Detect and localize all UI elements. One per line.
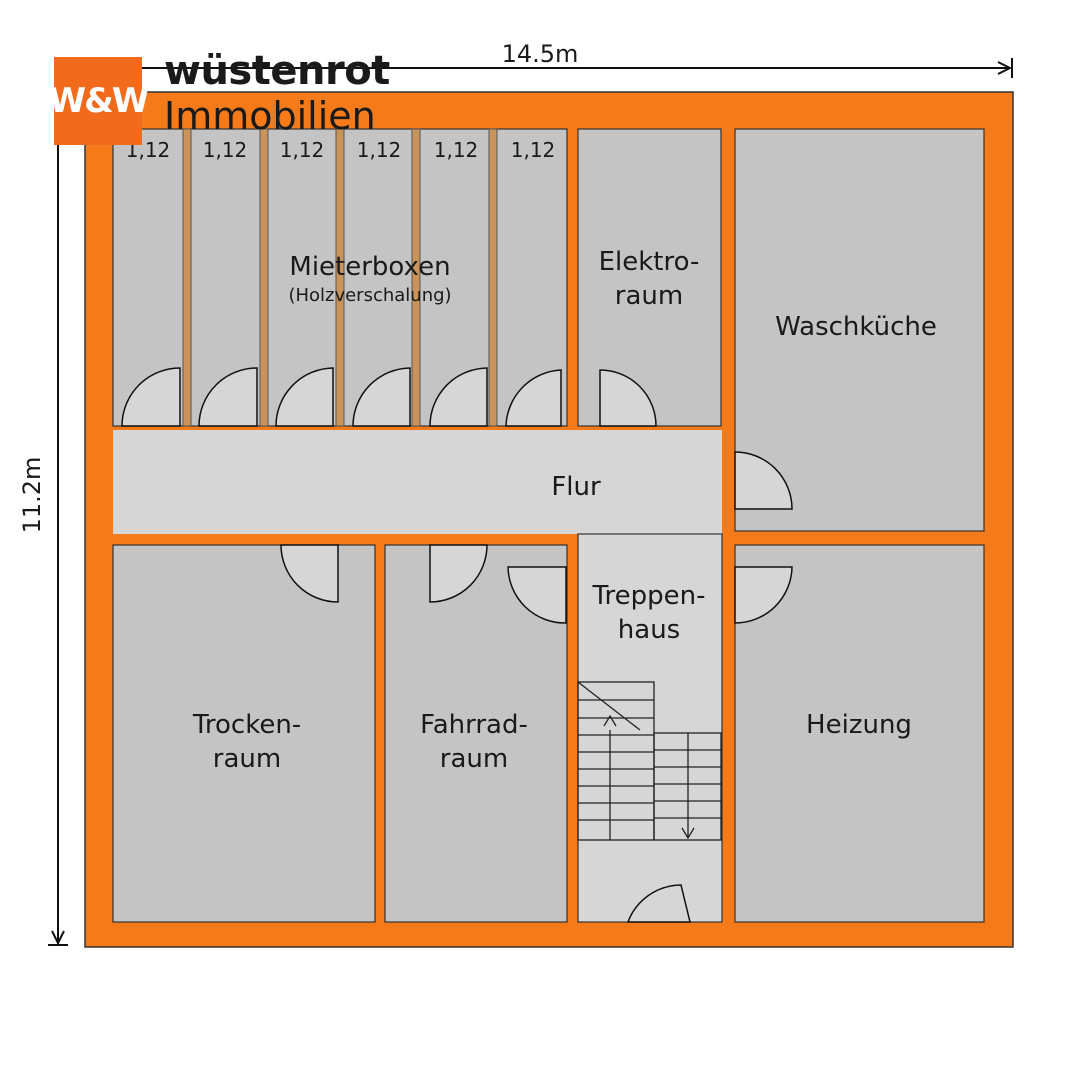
treppenhaus-area xyxy=(577,533,723,923)
room-labels: Mieterboxen (Holzverschalung) Elektro- r… xyxy=(192,247,937,774)
wood-partitions xyxy=(182,128,498,427)
heizung-room xyxy=(734,544,985,923)
flur-corridor xyxy=(113,430,722,534)
dimension-lines xyxy=(48,58,1013,946)
box-width-label: 1,12 xyxy=(434,138,479,162)
fahrradraum-label-1: Fahrrad- xyxy=(420,710,528,740)
waschkueche-room xyxy=(734,128,985,532)
treppenhaus-label-2: haus xyxy=(618,615,680,645)
box-width-label: 1,12 xyxy=(357,138,402,162)
brand-subtitle: Immobilien xyxy=(164,94,376,138)
ww-logo: W&W xyxy=(49,57,149,145)
waschkueche-label: Waschküche xyxy=(775,312,937,342)
flur-label: Flur xyxy=(551,472,601,502)
mieterboxen-label: Mieterboxen xyxy=(289,252,450,282)
box-width-labels: 1,12 1,12 1,12 1,12 1,12 1,12 xyxy=(126,138,556,162)
box-width-label: 1,12 xyxy=(280,138,325,162)
trockenraum-label-1: Trocken- xyxy=(192,710,301,740)
trockenraum-room xyxy=(112,544,376,923)
box-width-label: 1,12 xyxy=(511,138,556,162)
height-dimension-label: 11.2m xyxy=(18,457,46,534)
treppenhaus-label-1: Treppen- xyxy=(591,581,705,611)
elektroraum-label-2: raum xyxy=(615,281,683,311)
heizung-label: Heizung xyxy=(806,710,912,740)
brand-name: wüstenrot xyxy=(164,48,390,94)
staircase xyxy=(577,681,722,841)
dimension-labels: 14.5m 11.2m xyxy=(18,40,578,533)
logo-text: W&W xyxy=(48,81,150,121)
rooms xyxy=(112,128,985,923)
trockenraum-label-2: raum xyxy=(213,744,281,774)
fahrradraum-label-2: raum xyxy=(440,744,508,774)
box-doors xyxy=(121,367,657,427)
box-width-label: 1,12 xyxy=(203,138,248,162)
mieterboxen-note: (Holzverschalung) xyxy=(288,285,451,306)
corridor-doors xyxy=(280,451,793,923)
width-dimension-label: 14.5m xyxy=(502,40,579,68)
elektroraum-label-1: Elektro- xyxy=(599,247,700,277)
